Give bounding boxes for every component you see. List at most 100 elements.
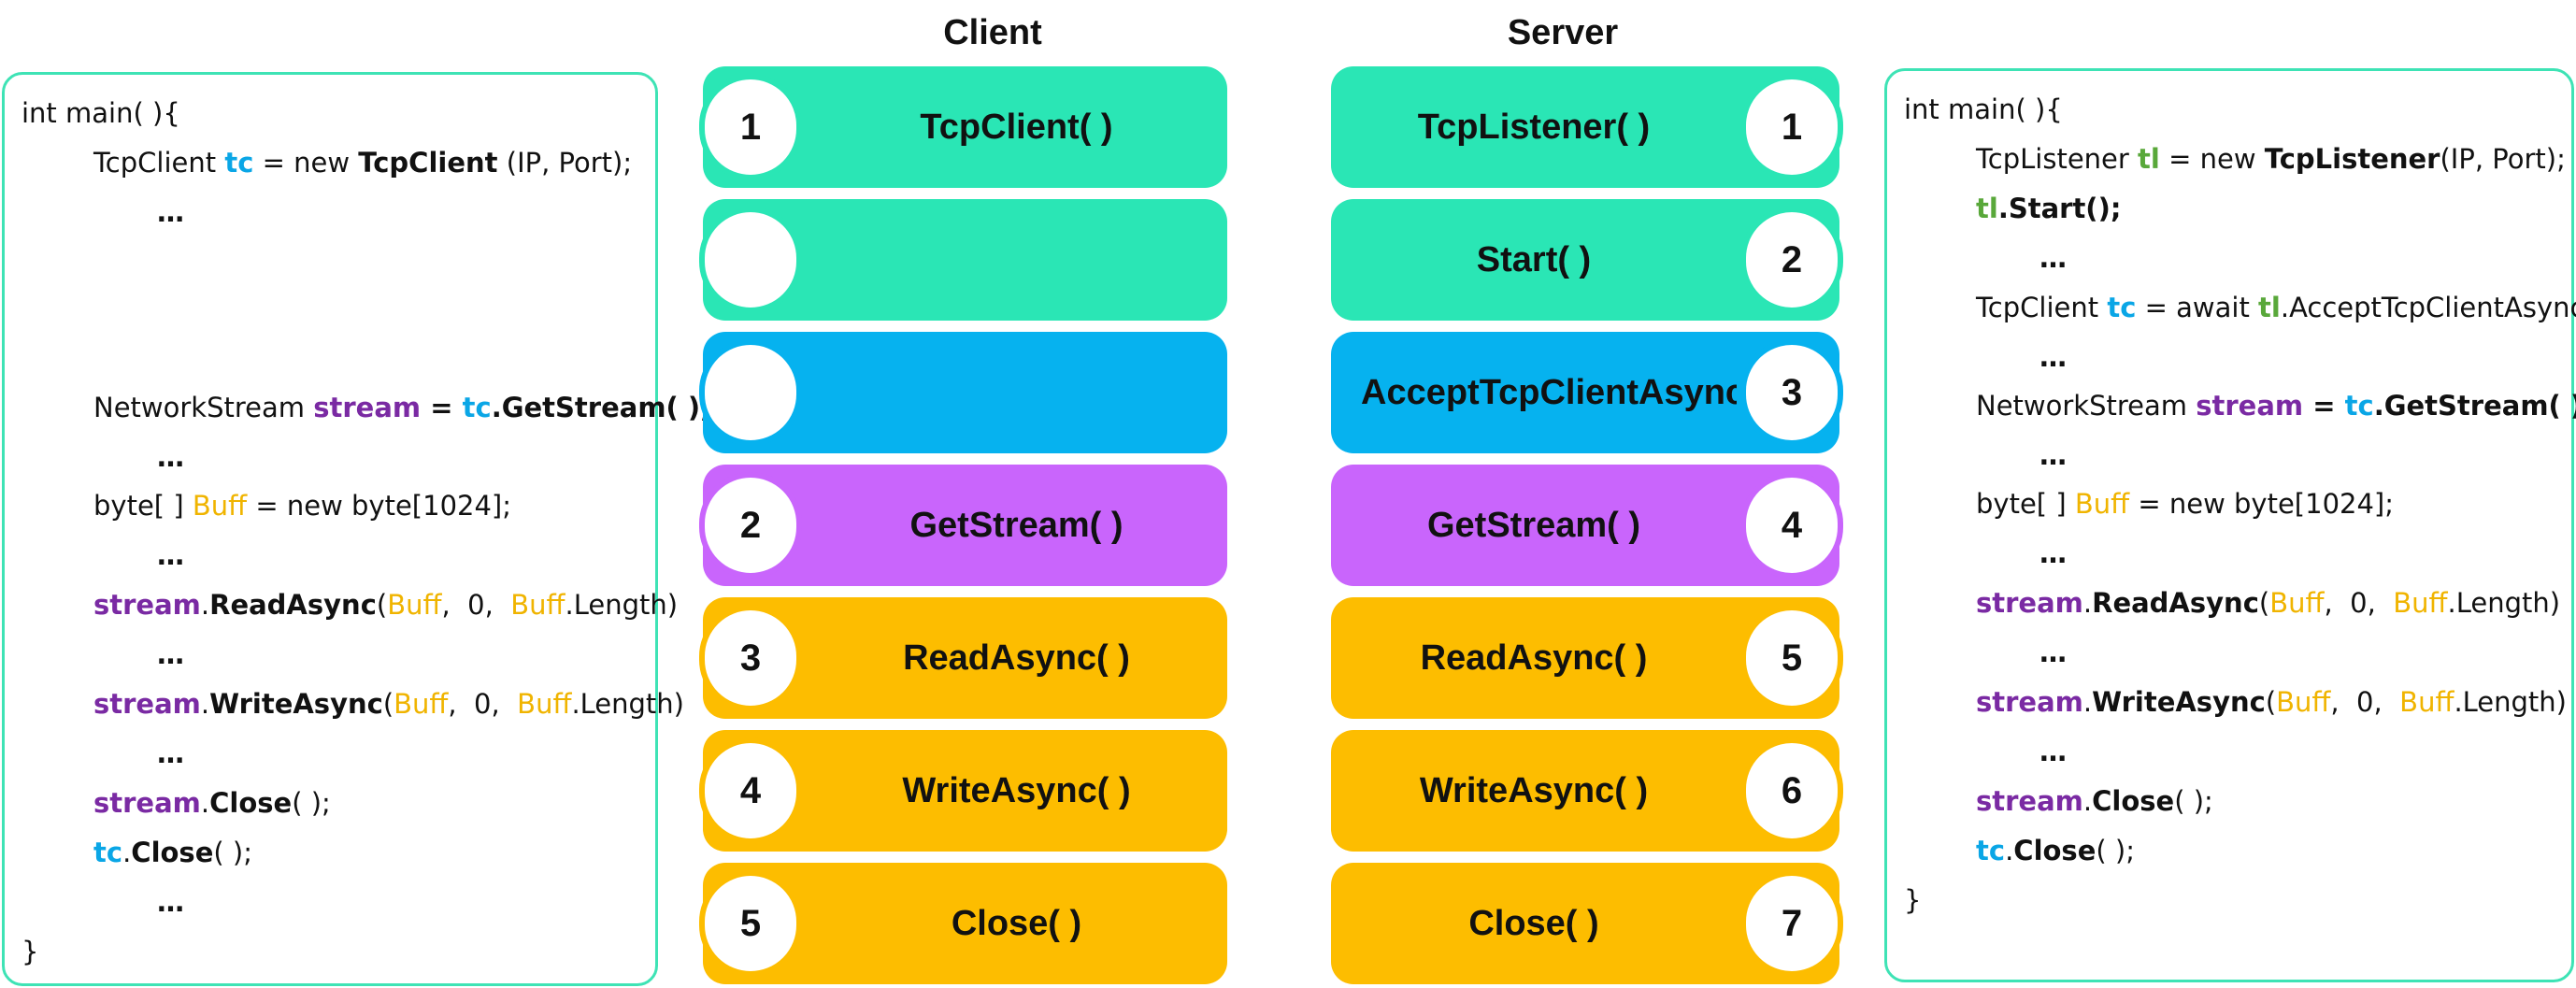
code-token: .Start(); — [1997, 193, 2122, 224]
code-token: = new byte[1024]; — [247, 490, 512, 522]
server-column-title: Server — [1507, 13, 1619, 52]
code-line: … — [2039, 537, 2067, 569]
server-step-label: WriteAsync( ) — [1419, 771, 1649, 810]
code-token: … — [2039, 341, 2067, 373]
code-token: . — [200, 787, 210, 819]
code-token: … — [157, 539, 184, 571]
server-step-label: GetStream( ) — [1426, 506, 1641, 545]
code-token: = await — [2136, 292, 2259, 323]
server-step-number-badge: 7 — [1740, 870, 1843, 977]
code-line: NetworkStream stream = tc.GetStream( ); — [93, 392, 711, 423]
code-token: … — [157, 886, 184, 918]
code-line: stream.WriteAsync(Buff, 0, Buff.Length) — [1976, 686, 2567, 718]
code-token: ( — [382, 688, 394, 720]
code-token: … — [157, 196, 184, 228]
client-step-number-badge: 1 — [699, 74, 802, 180]
server-step-number-badge: 3 — [1740, 339, 1843, 446]
code-token: Close — [131, 837, 214, 868]
code-line: … — [157, 886, 184, 918]
client-step-number-badge — [699, 339, 802, 446]
code-line: … — [157, 441, 184, 473]
code-token: .GetStream( ); — [491, 392, 711, 423]
code-line: byte[ ] Buff = new byte[1024]; — [1976, 488, 2394, 520]
code-line: TcpClient tc = await tl.AcceptTcpClientA… — [1976, 292, 2576, 323]
code-token: . — [2005, 835, 2014, 866]
code-token: tc — [2107, 292, 2137, 323]
code-token: tl — [1976, 193, 1998, 224]
client-step-label — [806, 199, 1227, 321]
client-step-label: ReadAsync( ) — [903, 638, 1130, 678]
code-token: … — [2039, 242, 2067, 274]
code-token: ( ); — [2174, 785, 2213, 817]
code-token: … — [157, 638, 184, 670]
client-step-number-badge: 5 — [699, 870, 802, 977]
code-token: Buff — [2269, 587, 2325, 619]
code-token: Buff — [510, 589, 565, 621]
code-token: Close — [2092, 785, 2175, 817]
code-token: TcpListener — [2264, 143, 2440, 175]
code-token: . — [200, 688, 210, 720]
server-step-label: ReadAsync( ) — [1420, 638, 1648, 678]
code-token: , 0, — [2324, 587, 2394, 619]
code-line: … — [157, 737, 184, 769]
code-token: int main( ){ — [1904, 93, 2063, 125]
code-line: … — [2039, 439, 2067, 471]
code-token: NetworkStream — [93, 392, 314, 423]
code-token: = new — [2159, 143, 2265, 175]
code-token: = — [421, 392, 463, 423]
client-code-panel: int main( ){ TcpClient tc = new TcpClient… — [2, 72, 711, 986]
code-token: = — [2303, 390, 2345, 422]
client-step-number-badge: 4 — [699, 737, 802, 844]
code-token: Close — [2013, 835, 2097, 866]
code-token: stream — [93, 787, 201, 819]
code-line: byte[ ] Buff = new byte[1024]; — [93, 490, 511, 522]
code-token: .Length) — [565, 589, 679, 621]
client-step-number-badge: 3 — [699, 605, 802, 711]
code-token: tl — [2138, 143, 2160, 175]
code-token: byte[ ] — [93, 490, 193, 522]
client-step-label: GetStream( ) — [909, 506, 1123, 545]
code-token: (IP, Port); — [2440, 143, 2566, 175]
code-token: Buff — [2276, 686, 2331, 718]
code-token: } — [1904, 884, 1922, 916]
code-token: Buff — [394, 688, 449, 720]
code-token: … — [157, 737, 184, 769]
code-token: int main( ){ — [21, 97, 180, 129]
server-code-panel: int main( ){TcpListener tl = new TcpList… — [1884, 68, 2576, 982]
client-step-5: 3 ReadAsync( ) — [699, 597, 1227, 719]
code-token: ( — [2258, 587, 2270, 619]
code-token: . — [2082, 686, 2093, 718]
code-line: … — [2039, 637, 2067, 668]
server-step-label: TcpListener( ) — [1417, 107, 1651, 147]
code-token: ( — [376, 589, 388, 621]
code-line: stream.ReadAsync(Buff, 0, Buff.Length) — [1976, 587, 2560, 619]
code-token: tc — [1976, 835, 2006, 866]
code-token: WriteAsync — [2092, 686, 2266, 718]
code-token: . — [2082, 785, 2093, 817]
code-line: TcpClient tc = new TcpClient (IP, Port); — [93, 147, 632, 179]
client-step-2 — [699, 199, 1227, 321]
code-token: ( ); — [2096, 835, 2135, 866]
server-step-label: AcceptTcpClientAsync( ) — [1361, 373, 1737, 412]
code-line: … — [2039, 341, 2067, 373]
server-step-number-badge: 4 — [1740, 472, 1843, 579]
code-line: … — [157, 539, 184, 571]
code-token: tl — [2258, 292, 2281, 323]
code-token: … — [2039, 736, 2067, 767]
code-line: stream.Close( ); — [93, 787, 331, 819]
code-line: … — [157, 638, 184, 670]
code-token: Buff — [517, 688, 572, 720]
code-token: WriteAsync — [209, 688, 383, 720]
code-token: = new — [253, 147, 359, 179]
code-token: Buff — [2074, 488, 2130, 520]
code-token: … — [2039, 537, 2067, 569]
client-step-label — [806, 332, 1227, 453]
code-line: … — [2039, 242, 2067, 274]
client-step-label: WriteAsync( ) — [902, 771, 1131, 810]
